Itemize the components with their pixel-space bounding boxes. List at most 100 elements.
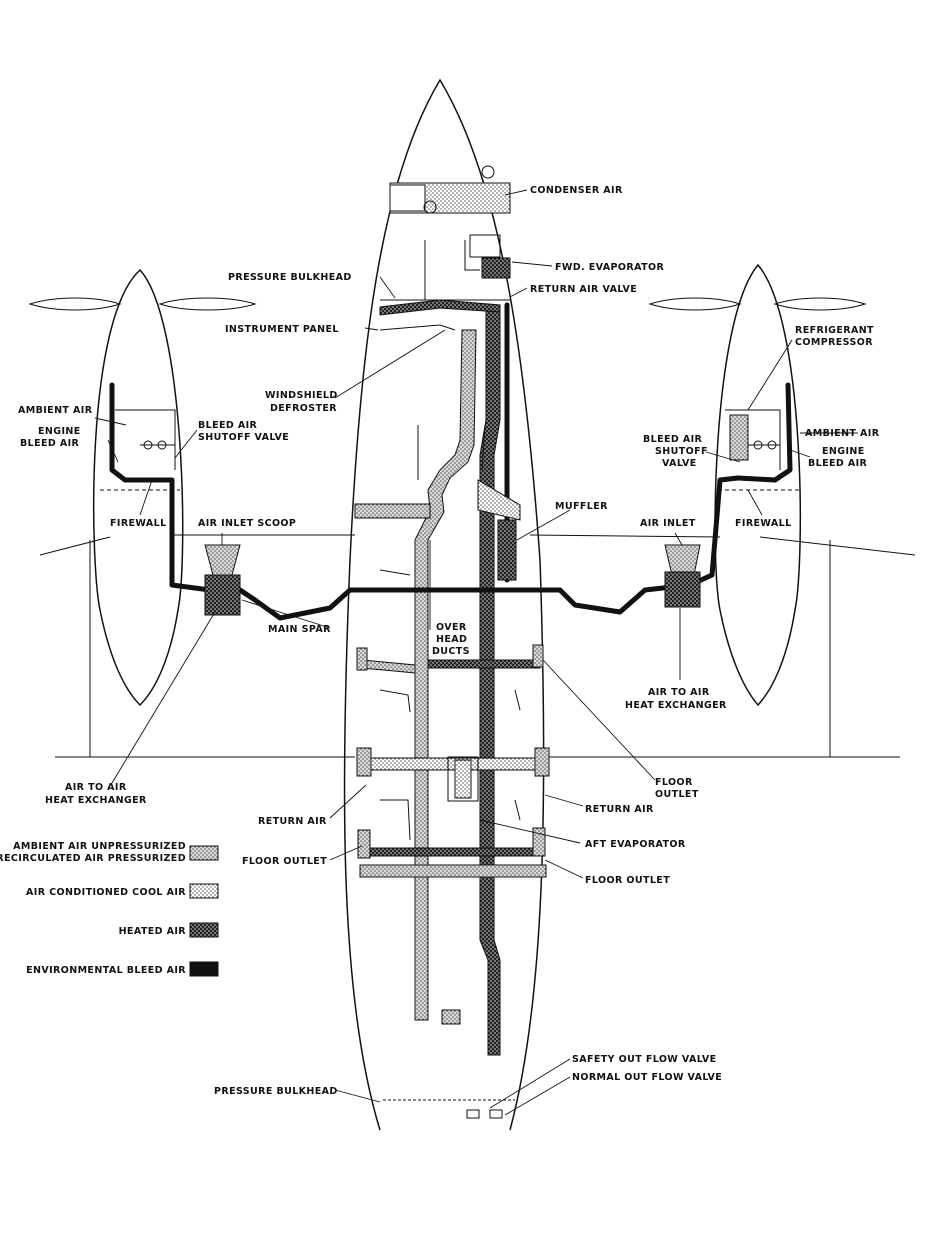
overhead-ducts-aux xyxy=(417,424,486,480)
right-nacelle xyxy=(714,263,802,707)
legend-ambient-line2: RECIRCULATED AIR PRESSURIZED xyxy=(0,853,186,864)
right-engine-bleed-line xyxy=(735,382,793,483)
left-propeller-blade-r xyxy=(158,297,257,311)
label-pressure-bulkhead-bottom: PRESSURE BULKHEAD xyxy=(214,1086,338,1097)
label-air-inlet-scoop: AIR INLET SCOOP xyxy=(198,518,296,529)
right-air-inlet xyxy=(664,544,701,576)
muffler-unit xyxy=(497,519,517,581)
label-valve-right: VALVE xyxy=(662,458,697,469)
fan-icon xyxy=(481,165,495,179)
duct-end-left xyxy=(441,1009,461,1025)
left-heat-exchanger xyxy=(204,574,241,616)
aft-evaporator-core xyxy=(454,759,472,799)
condenser-panel xyxy=(389,184,426,212)
label-pressure-bulkhead-top: PRESSURE BULKHEAD xyxy=(228,272,352,283)
label-engine-bleed-left: BLEED AIR xyxy=(20,438,80,449)
label-hx-left-1: AIR TO AIR xyxy=(65,782,127,793)
duct-system xyxy=(354,299,550,1119)
fwd-evaporator-core xyxy=(481,257,511,279)
left-nacelle xyxy=(92,268,184,707)
label-over: OVER xyxy=(436,622,467,633)
engine-bays xyxy=(115,409,781,470)
bleed-air-lines xyxy=(109,382,793,621)
left-propeller-blade-l xyxy=(28,297,122,311)
fuselage-outline xyxy=(343,78,545,1131)
legend-bleed-label: ENVIRONMENTAL BLEED AIR xyxy=(26,965,186,976)
wing-outline xyxy=(39,534,916,556)
label-firewall-right: FIREWALL xyxy=(735,518,792,529)
legend: AMBIENT AIR UNPRESSURIZED RECIRCULATED A… xyxy=(0,841,219,977)
floor-duct-heated xyxy=(369,847,541,857)
fwd-cross-duct xyxy=(354,503,431,519)
aft-cross-duct xyxy=(359,757,547,771)
label-condenser-air: CONDENSER AIR xyxy=(530,185,623,196)
label-hx-left-2: HEAT EXCHANGER xyxy=(45,795,147,806)
label-bleed-air-right: BLEED AIR xyxy=(643,434,703,445)
refrigerant-compressor xyxy=(729,414,749,461)
floor-duct-ambient xyxy=(359,864,547,878)
outlet-cross-1 xyxy=(427,659,541,669)
safety-outflow-valve xyxy=(466,1109,480,1119)
label-instrument-panel: INSTRUMENT PANEL xyxy=(225,324,339,335)
label-engine-left: ENGINE xyxy=(38,426,81,437)
legend-swatch-bleed xyxy=(189,961,219,977)
airframe xyxy=(28,78,916,1131)
instrument-panel-duct xyxy=(379,299,501,316)
legend-swatch-cool xyxy=(189,883,219,899)
legend-heated-label: HEATED AIR xyxy=(119,926,187,937)
label-muffler: MUFFLER xyxy=(555,501,608,512)
label-air-inlet-right: AIR INLET xyxy=(640,518,696,529)
label-refrigerant: REFRIGERANT xyxy=(795,325,874,336)
left-shutoff-valve xyxy=(143,440,153,450)
label-main-spar: MAIN SPAR xyxy=(268,624,331,635)
label-firewall-left: FIREWALL xyxy=(110,518,167,529)
label-ducts: DUCTS xyxy=(432,646,470,657)
callout-labels: CONDENSER AIR FWD. EVAPORATOR PRESSURE B… xyxy=(18,185,879,1097)
label-return-air-right: RETURN AIR xyxy=(585,804,654,815)
label-floor-outlet-left: FLOOR OUTLET xyxy=(242,856,327,867)
main-spar-bleed-line xyxy=(157,475,741,621)
legend-swatch-ambient xyxy=(189,845,219,861)
outlet-left-1 xyxy=(361,659,416,674)
muffler-inlet xyxy=(477,479,521,521)
fwd-evaporator-box xyxy=(469,234,501,258)
leader-lines xyxy=(94,189,858,1116)
label-shutoff-valve-left: SHUTOFF VALVE xyxy=(198,432,289,443)
label-bleed-air-left: BLEED AIR xyxy=(198,420,258,431)
right-propeller-blade-l xyxy=(648,297,742,311)
label-shutoff-right: SHUTOFF xyxy=(655,446,708,457)
left-air-inlet-scoop xyxy=(204,544,241,576)
label-ambient-air-left: AMBIENT AIR xyxy=(18,405,93,416)
legend-ambient-line1: AMBIENT AIR UNPRESSURIZED xyxy=(13,841,186,852)
floor-outlet-right-3 xyxy=(532,827,546,857)
label-return-air-valve: RETURN AIR VALVE xyxy=(530,284,637,295)
label-return-air-left: RETURN AIR xyxy=(258,816,327,827)
blower-icon xyxy=(423,200,437,214)
label-fwd-evaporator: FWD. EVAPORATOR xyxy=(555,262,664,273)
nose-components xyxy=(389,165,511,300)
right-propeller-blade-r xyxy=(773,297,867,311)
windshield-defroster-line xyxy=(379,324,456,331)
overhead-duct-left xyxy=(414,329,477,1021)
right-shutoff-valve xyxy=(753,440,763,450)
aft-evaporator-box xyxy=(447,756,479,802)
label-floor-outlet-right2: FLOOR OUTLET xyxy=(585,875,670,886)
label-defroster: DEFROSTER xyxy=(270,403,337,414)
label-floor-outlet-r1-2: OUTLET xyxy=(655,789,699,800)
small-branch-lines xyxy=(379,569,521,841)
main-duct-heated xyxy=(479,304,501,1056)
floor-outlet-right-1 xyxy=(532,644,544,668)
normal-outflow-valve xyxy=(489,1109,503,1119)
right-heat-exchanger xyxy=(664,571,701,608)
label-normal-valve: NORMAL OUT FLOW VALVE xyxy=(572,1072,722,1083)
label-windshield: WINDSHIELD xyxy=(265,390,338,401)
label-floor-outlet-r1-1: FLOOR xyxy=(655,777,693,788)
label-hx-right-1: AIR TO AIR xyxy=(648,687,710,698)
outlet-left-2 xyxy=(356,747,372,777)
left-shutoff-valve-2 xyxy=(157,440,167,450)
label-compressor: COMPRESSOR xyxy=(795,337,873,348)
label-engine-bleed-right: BLEED AIR xyxy=(808,458,868,469)
legend-cool-label: AIR CONDITIONED COOL AIR xyxy=(26,887,186,898)
right-shutoff-valve-2 xyxy=(767,440,777,450)
